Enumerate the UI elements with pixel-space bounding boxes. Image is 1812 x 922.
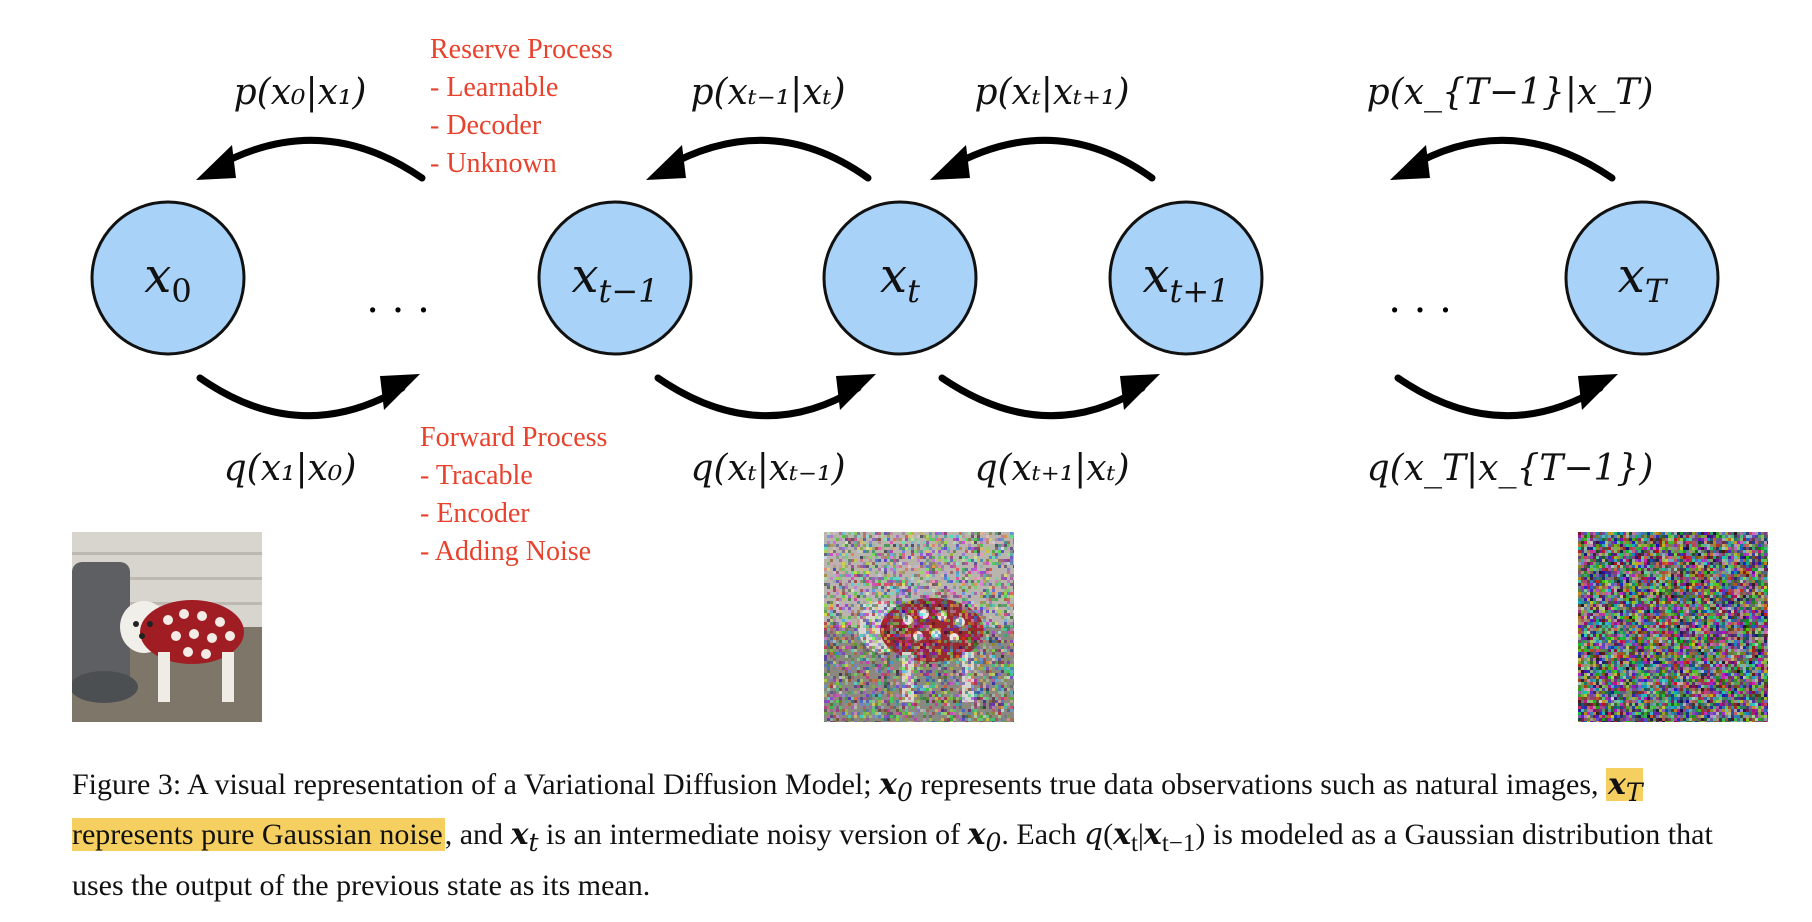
reverse-label-2: p(xₜ₋₁|xₜ) — [690, 72, 845, 113]
node-x0-sub: 0 — [171, 272, 191, 310]
forward-note-item-3: - Adding Noise — [420, 536, 591, 567]
reverse-arrowhead-1 — [196, 145, 236, 180]
forward-label-3: q(xₜ₊₁|xₜ) — [974, 448, 1129, 489]
reverse-label-3: p(xₜ|xₜ₊₁) — [974, 72, 1129, 113]
forward-note-item-2: - Encoder — [420, 498, 530, 529]
reverse-arrow-1 — [210, 136, 426, 182]
reverse-arrow-4 — [1404, 136, 1616, 182]
forward-arrow-4 — [1394, 374, 1604, 420]
caption-part4: . Each — [1001, 818, 1084, 851]
svg-text:xt: xt — [880, 248, 920, 310]
forward-arrowhead-1 — [380, 374, 420, 410]
reverse-note-item-2: - Decoder — [430, 110, 542, 141]
forward-label-1: q(x₁|x₀) — [224, 448, 357, 489]
node-xt-1: xt−1 — [537, 200, 693, 356]
ellipsis-left: . . . — [366, 276, 430, 322]
reverse-note-item-3: - Unknown — [430, 148, 557, 179]
forward-arrow-2 — [654, 374, 862, 420]
caption-x0-2: x0 — [967, 817, 1002, 857]
node-xT: xT — [1564, 200, 1720, 356]
forward-process-note: Forward Process - Tracable - Encoder - A… — [420, 422, 607, 567]
node-xT-sub: T — [1645, 272, 1669, 310]
clean-dog-image — [72, 532, 262, 722]
node-xt+1-sub: t+1 — [1170, 272, 1230, 310]
svg-text:x0: x0 — [144, 248, 191, 310]
caption-q: q — [1083, 817, 1104, 852]
reverse-arrowheads — [196, 145, 1430, 180]
reverse-arrowhead-2 — [646, 145, 686, 180]
diffusion-diagram: x0 xt−1 xt xt+1 xT . . . . . . — [90, 34, 1720, 567]
caption-lead: Figure 3: A visual representation of a V… — [72, 768, 872, 801]
caption-x0: x0 — [879, 767, 913, 807]
forward-note-title: Forward Process — [420, 422, 607, 453]
node-xt-base: x — [880, 248, 907, 304]
svg-text:xt−1: xt−1 — [571, 248, 658, 310]
reverse-arrowhead-3 — [930, 145, 970, 180]
reverse-label-1: p(x₀|x₁) — [234, 72, 367, 113]
forward-label-4: q(x_T|x_{T−1}) — [1367, 448, 1654, 489]
reverse-note-item-1: - Learnable — [430, 72, 558, 103]
reverse-arrow-3 — [944, 136, 1156, 182]
caption-part5: is modeled as a Gaussian distribution th… — [72, 818, 1713, 902]
node-xt+1-base: x — [1142, 248, 1169, 304]
caption-part3: is an intermediate noisy version of — [538, 818, 968, 851]
reverse-label-4: p(x_{T−1}|x_T) — [1367, 72, 1654, 113]
caption-part1: represents true data observations such a… — [912, 768, 1606, 801]
forward-label-2: q(xₜ|xₜ₋₁) — [690, 448, 845, 489]
node-xt-sub: t — [907, 272, 920, 310]
forward-arrows — [196, 374, 1604, 420]
figure-caption: Figure 3: A visual representation of a V… — [72, 767, 1713, 902]
node-xt+1: xt+1 — [1108, 200, 1264, 356]
reverse-arrows — [210, 136, 1616, 182]
ellipsis-right: . . . — [1388, 276, 1452, 322]
caption-xt: xt — [510, 817, 539, 857]
forward-arrow-1 — [196, 374, 406, 420]
reverse-note-title: Reserve Process — [430, 34, 613, 65]
forward-arrowhead-2 — [836, 374, 876, 410]
svg-text:xT: xT — [1618, 248, 1669, 310]
reverse-arrow-2 — [660, 136, 872, 182]
forward-arrowhead-3 — [1120, 374, 1160, 410]
reverse-arrowhead-4 — [1390, 145, 1430, 180]
forward-arrow-3 — [938, 374, 1146, 420]
caption-part2: , and — [444, 818, 511, 851]
node-x0: x0 — [90, 200, 246, 356]
forward-arrowheads — [380, 374, 1618, 410]
node-xt-1-sub: t−1 — [599, 272, 659, 310]
svg-text:xt+1: xt+1 — [1142, 248, 1229, 310]
pure-noise-image — [1578, 532, 1768, 722]
node-xt-1-base: x — [571, 248, 598, 304]
reverse-process-note: Reserve Process - Learnable - Decoder - … — [430, 34, 613, 179]
node-xT-base: x — [1618, 248, 1645, 304]
forward-note-item-1: - Tracable — [420, 460, 533, 491]
forward-arrowhead-4 — [1578, 374, 1618, 410]
node-xt: xt — [822, 200, 978, 356]
noisy-dog-image — [824, 532, 1014, 722]
node-x0-base: x — [144, 248, 171, 304]
